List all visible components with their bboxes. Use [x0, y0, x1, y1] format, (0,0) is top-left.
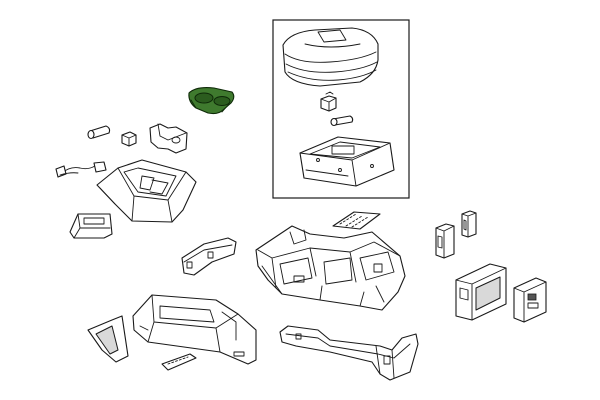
cup-holder-insert — [188, 87, 235, 115]
aux-panel — [513, 277, 547, 323]
switch-right-a — [435, 223, 455, 259]
tray-small — [69, 213, 113, 239]
usb-module — [455, 263, 507, 321]
lower-rail-bracket — [279, 325, 419, 381]
storage-bin — [299, 136, 395, 187]
clip-small — [121, 131, 137, 147]
mat-insert — [332, 211, 381, 230]
side-trim-front — [87, 315, 129, 363]
bracket-upper — [149, 123, 188, 154]
main-console-base — [255, 225, 406, 311]
lid-hinge-pin — [330, 115, 354, 127]
pin-left — [87, 125, 111, 140]
side-panel-left — [132, 294, 257, 365]
trim-strip — [161, 353, 197, 371]
lid-latch — [320, 91, 337, 112]
front-bezel-housing — [96, 159, 197, 223]
armrest-assembly-frame — [272, 19, 410, 199]
armrest-lid — [282, 27, 379, 87]
wire-harness — [55, 161, 107, 178]
switch-right-b — [461, 210, 477, 238]
side-bracket-left — [181, 237, 237, 276]
